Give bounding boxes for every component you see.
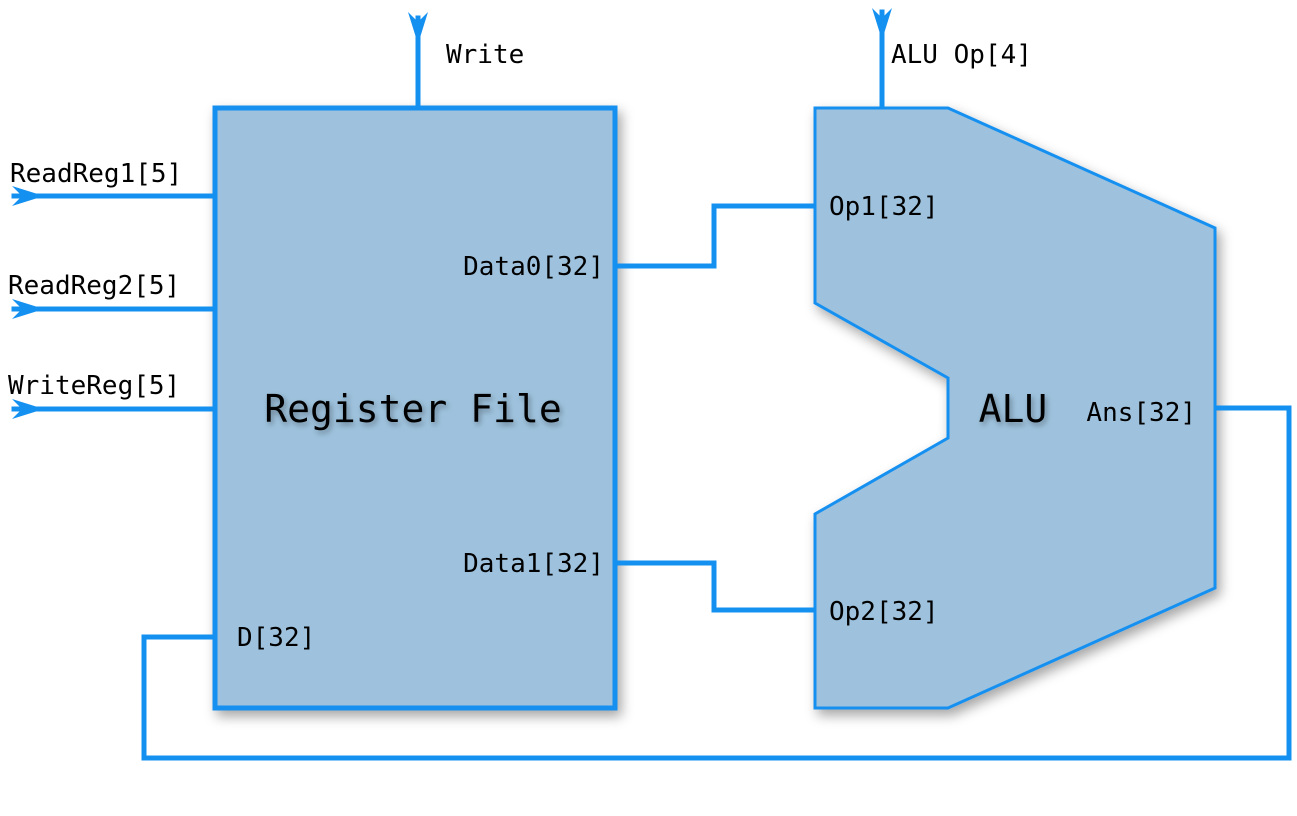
alu-op-label: ALU Op[4] [891,40,1032,70]
readreg1-label: ReadReg1[5] [10,159,182,189]
data0-to-op1-wire [614,203,816,269]
data1-to-op2-wire [614,560,816,613]
ans-label: Ans[32] [1086,398,1196,428]
alu-op-arrow-icon [872,8,892,40]
d-input-label: D[32] [237,623,315,653]
write-arrow-icon [408,12,428,44]
alu-title: ALU [979,387,1048,431]
op2-label: Op2[32] [829,597,939,627]
readreg1-arrow-icon [12,186,44,206]
writereg-arrow-icon [12,399,44,419]
ans-feedback-wire [141,405,1292,761]
register-file-block [212,105,618,711]
readreg2-label: ReadReg2[5] [8,271,180,301]
write-label: Write [446,40,524,70]
data0-label: Data0[32] [463,252,604,282]
writereg-label: WriteReg[5] [8,371,180,401]
op1-label: Op1[32] [829,192,939,222]
register-file-title: Register File [264,387,561,431]
readreg2-arrow-icon [12,299,44,319]
data1-label: Data1[32] [463,549,604,579]
alu-block [813,106,1217,710]
